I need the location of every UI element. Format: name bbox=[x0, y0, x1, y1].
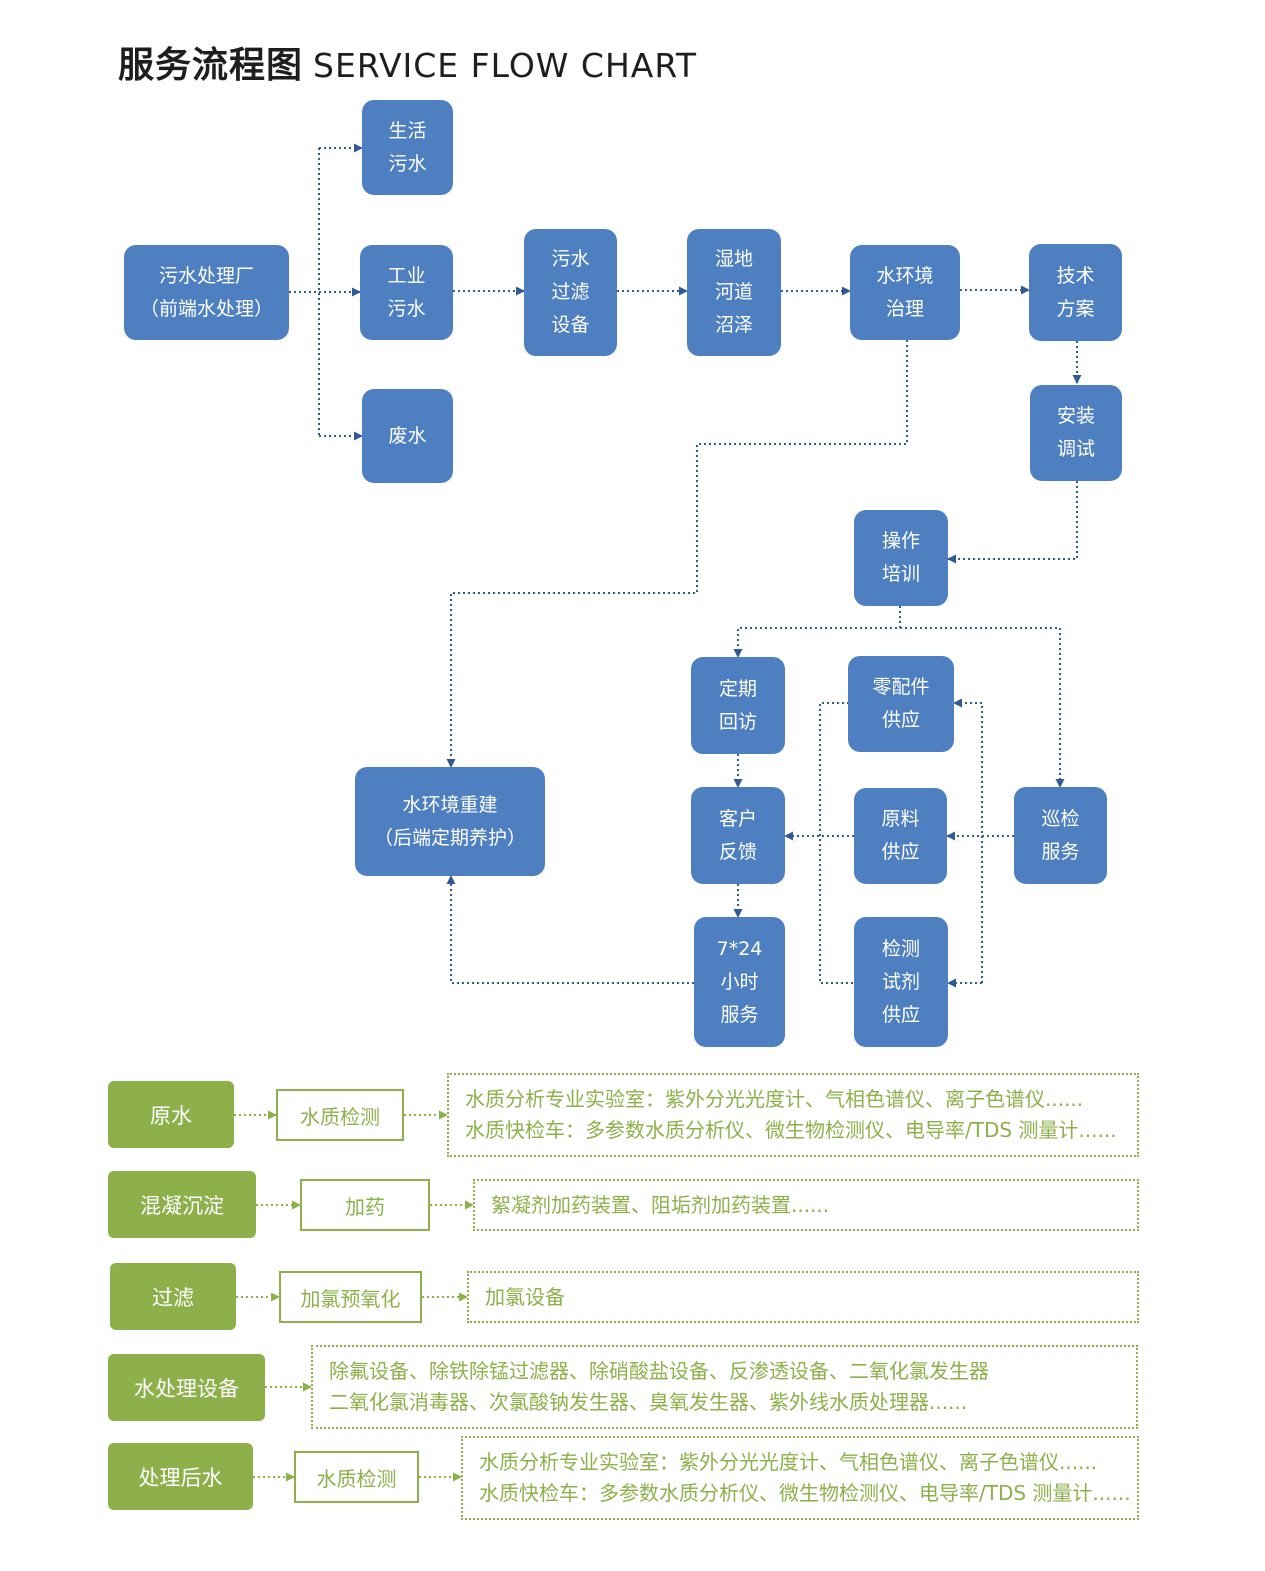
node-label: 供应 bbox=[881, 709, 920, 731]
node-label: 河道 bbox=[714, 281, 753, 303]
node-label: 沼泽 bbox=[714, 314, 753, 336]
stage-raw-water: 原水 bbox=[108, 1081, 234, 1148]
node-label: （前端水处理） bbox=[139, 297, 273, 320]
node-industrial-sewage: 工业 污水 bbox=[360, 245, 453, 340]
node-label: 方案 bbox=[1056, 297, 1095, 320]
node-label: 污水 bbox=[551, 248, 590, 270]
node-label: 服务 bbox=[720, 1003, 759, 1026]
node-label: 操作 bbox=[881, 530, 920, 552]
node-label: （后端定期养护） bbox=[373, 826, 526, 849]
details-raw-water: 水质分析专业实验室：紫外分光光度计、气相色谱仪、离子色谱仪...... 水质快检… bbox=[447, 1073, 1139, 1157]
node-reagent-supply: 检测 试剂 供应 bbox=[854, 917, 948, 1047]
detail-line: 水质分析专业实验室：紫外分光光度计、气相色谱仪、离子色谱仪...... bbox=[479, 1450, 1098, 1474]
node-label: 定期 bbox=[718, 677, 757, 700]
node-label: 湿地 bbox=[714, 248, 753, 270]
node-247-service: 7*24 小时 服务 bbox=[694, 917, 785, 1047]
details-filtration: 加氯设备 bbox=[467, 1271, 1139, 1323]
node-label: 生活 bbox=[388, 119, 427, 142]
node-label: 7*24 bbox=[716, 937, 763, 960]
node-patrol-service: 巡检 服务 bbox=[1014, 787, 1107, 884]
connector-training-split bbox=[733, 606, 901, 658]
detail-line: 加氯设备 bbox=[485, 1284, 565, 1309]
node-tech-plan: 技术 方案 bbox=[1029, 244, 1122, 341]
node-label: 供应 bbox=[881, 841, 920, 863]
node-label: 污水 bbox=[388, 152, 427, 175]
node-label: 检测 bbox=[881, 937, 920, 960]
node-materials-supply: 原料 供应 bbox=[854, 788, 947, 884]
node-filter-equipment: 污水 过滤 设备 bbox=[524, 229, 617, 356]
node-label: 客户 bbox=[718, 807, 757, 830]
node-label: 反馈 bbox=[718, 840, 757, 863]
detail-line: 水质分析专业实验室：紫外分光光度计、气相色谱仪、离子色谱仪...... bbox=[465, 1087, 1084, 1111]
node-wastewater: 废水 bbox=[362, 389, 453, 483]
detail-line: 除氟设备、除铁除锰过滤器、除硝酸盐设备、反渗透设备、二氧化氯发生器 bbox=[329, 1359, 989, 1383]
step-chlorination: 加氯预氧化 bbox=[279, 1271, 422, 1323]
node-label: 巡检 bbox=[1041, 807, 1080, 830]
node-operation-training: 操作 培训 bbox=[854, 510, 948, 606]
node-label: 安装 bbox=[1056, 405, 1095, 427]
node-label: 技术 bbox=[1056, 264, 1095, 287]
details-coagulation: 絮凝剂加药装置、阻垢剂加药装置...... bbox=[473, 1179, 1139, 1231]
details-treated-water: 水质分析专业实验室：紫外分光光度计、气相色谱仪、离子色谱仪...... 水质快检… bbox=[461, 1436, 1139, 1520]
node-regular-revisit: 定期 回访 bbox=[691, 657, 785, 754]
title-en: SERVICE FLOW CHART bbox=[313, 46, 698, 85]
title-cn: 服务流程图 bbox=[118, 45, 304, 86]
stage-filtration: 过滤 bbox=[110, 1263, 236, 1330]
connector-right-loop-to-parts bbox=[953, 698, 983, 983]
node-label: 回访 bbox=[718, 710, 757, 733]
step-quality-test: 水质检测 bbox=[276, 1089, 404, 1141]
stage-coagulation: 混凝沉淀 bbox=[108, 1171, 256, 1238]
node-label: 培训 bbox=[881, 563, 920, 585]
node-label: 零配件 bbox=[872, 676, 930, 698]
node-label: 工业 bbox=[387, 264, 426, 287]
node-sewage-plant: 污水处理厂 （前端水处理） bbox=[124, 245, 289, 340]
detail-line: 絮凝剂加药装置、阻垢剂加药装置...... bbox=[491, 1192, 830, 1217]
node-domestic-sewage: 生活 污水 bbox=[362, 100, 453, 195]
stage-treated-water: 处理后水 bbox=[108, 1443, 253, 1510]
node-label: 水环境 bbox=[876, 264, 934, 287]
step-dosing: 加药 bbox=[300, 1179, 430, 1231]
node-wetland: 湿地 河道 沼泽 bbox=[687, 229, 781, 356]
node-label: 小时 bbox=[720, 970, 759, 993]
node-label: 污水 bbox=[387, 297, 426, 320]
node-label: 设备 bbox=[551, 314, 590, 336]
step-quality-test-2: 水质检测 bbox=[294, 1451, 419, 1503]
connector-247-to-rebuild bbox=[446, 875, 694, 984]
node-parts-supply: 零配件 供应 bbox=[848, 656, 954, 752]
node-label: 试剂 bbox=[881, 970, 920, 993]
node-label: 供应 bbox=[881, 1003, 920, 1026]
details-treatment-equipment: 除氟设备、除铁除锰过滤器、除硝酸盐设备、反渗透设备、二氧化氯发生器 二氧化氯消毒… bbox=[311, 1345, 1138, 1429]
node-label: 服务 bbox=[1041, 840, 1080, 863]
node-label: 原料 bbox=[881, 808, 920, 830]
detail-line: 二氧化氯消毒器、次氯酸钠发生器、臭氧发生器、紫外线水质处理器...... bbox=[329, 1390, 968, 1414]
node-label: 调试 bbox=[1056, 438, 1095, 460]
node-label: 水环境重建 bbox=[402, 793, 498, 816]
stage-treatment-equipment: 水处理设备 bbox=[108, 1354, 265, 1421]
detail-line: 水质快检车：多参数水质分析仪、微生物检测仪、电导率/TDS 测量计...... bbox=[479, 1481, 1131, 1505]
node-label: 废水 bbox=[388, 424, 427, 447]
node-install-debug: 安装 调试 bbox=[1030, 385, 1122, 481]
node-customer-feedback: 客户 反馈 bbox=[691, 787, 785, 884]
node-water-rebuild: 水环境重建 （后端定期养护） bbox=[355, 767, 545, 876]
connector-install-to-training bbox=[947, 481, 1078, 564]
detail-line: 水质快检车：多参数水质分析仪、微生物检测仪、电导率/TDS 测量计...... bbox=[465, 1118, 1117, 1142]
node-label: 过滤 bbox=[551, 281, 590, 303]
node-governance: 水环境 治理 bbox=[850, 245, 960, 340]
node-label: 污水处理厂 bbox=[158, 264, 254, 287]
node-label: 治理 bbox=[885, 297, 924, 320]
connector-governance-to-rebuild bbox=[446, 340, 908, 768]
